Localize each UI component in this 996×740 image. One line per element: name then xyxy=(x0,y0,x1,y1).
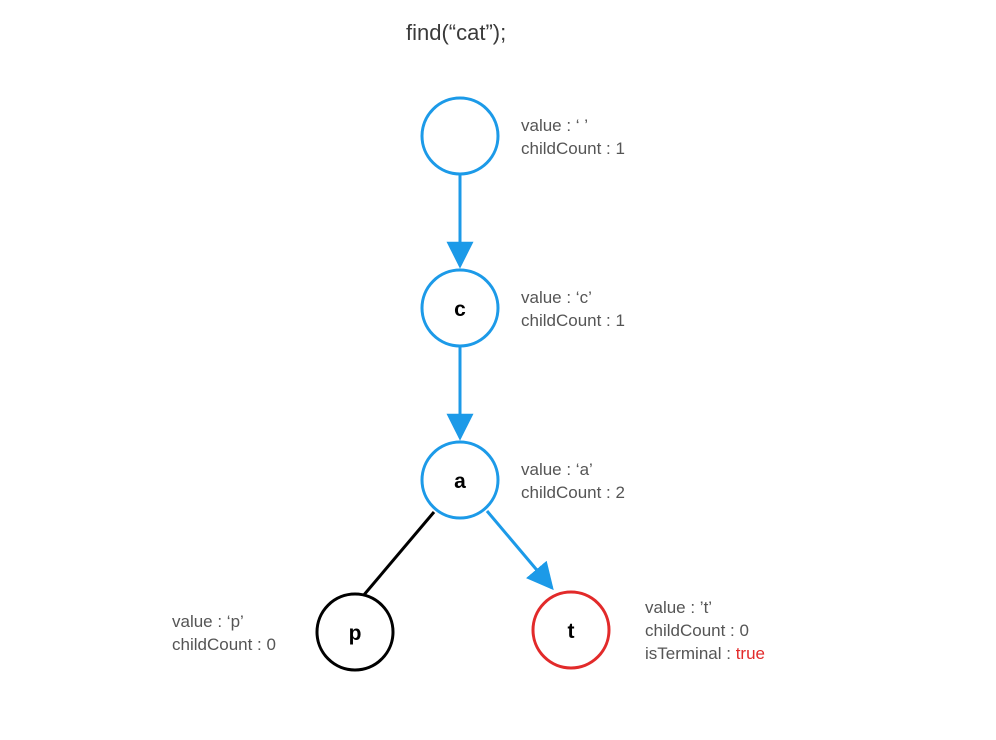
node-circle-c xyxy=(420,268,500,348)
node-info-childcount-t: childCount : 0 xyxy=(645,621,749,640)
node-info-childcount-p: childCount : 0 xyxy=(172,635,276,654)
node-info-childcount-root: childCount : 1 xyxy=(521,139,625,158)
node-info-value-t: value : ’t’ xyxy=(645,598,712,617)
trie-node-a: a xyxy=(420,440,500,520)
node-label-p: p xyxy=(349,622,362,645)
trie-node-c: c xyxy=(420,268,500,348)
node-circle-t xyxy=(531,590,611,670)
trie-node-p: p xyxy=(315,592,395,672)
diagram-title: find(“cat”); xyxy=(406,20,506,45)
node-info-value-p: value : ‘p’ xyxy=(172,612,244,631)
node-info-value-root: value : ‘ ’ xyxy=(521,116,588,135)
node-circle-p xyxy=(315,592,395,672)
node-circle-a xyxy=(420,440,500,520)
edge-a-to-t xyxy=(485,510,554,591)
isterminal-value: true xyxy=(736,644,765,663)
node-circle-root xyxy=(420,96,500,176)
node-label-t: t xyxy=(568,620,575,643)
node-label-c: c xyxy=(454,298,466,321)
node-info-value-c: value : ‘c’ xyxy=(521,288,592,307)
node-info-childcount-c: childCount : 1 xyxy=(521,311,625,330)
edge-a-to-p xyxy=(361,511,436,597)
node-info-value-a: value : ‘a’ xyxy=(521,460,593,479)
node-label-a: a xyxy=(454,470,466,493)
isterminal-label: isTerminal : xyxy=(645,644,736,663)
node-info-childcount-a: childCount : 2 xyxy=(521,483,625,502)
trie-node-root xyxy=(420,96,500,176)
node-info-isterminal-t: isTerminal : true xyxy=(645,644,765,663)
trie-node-t: t xyxy=(531,590,611,670)
